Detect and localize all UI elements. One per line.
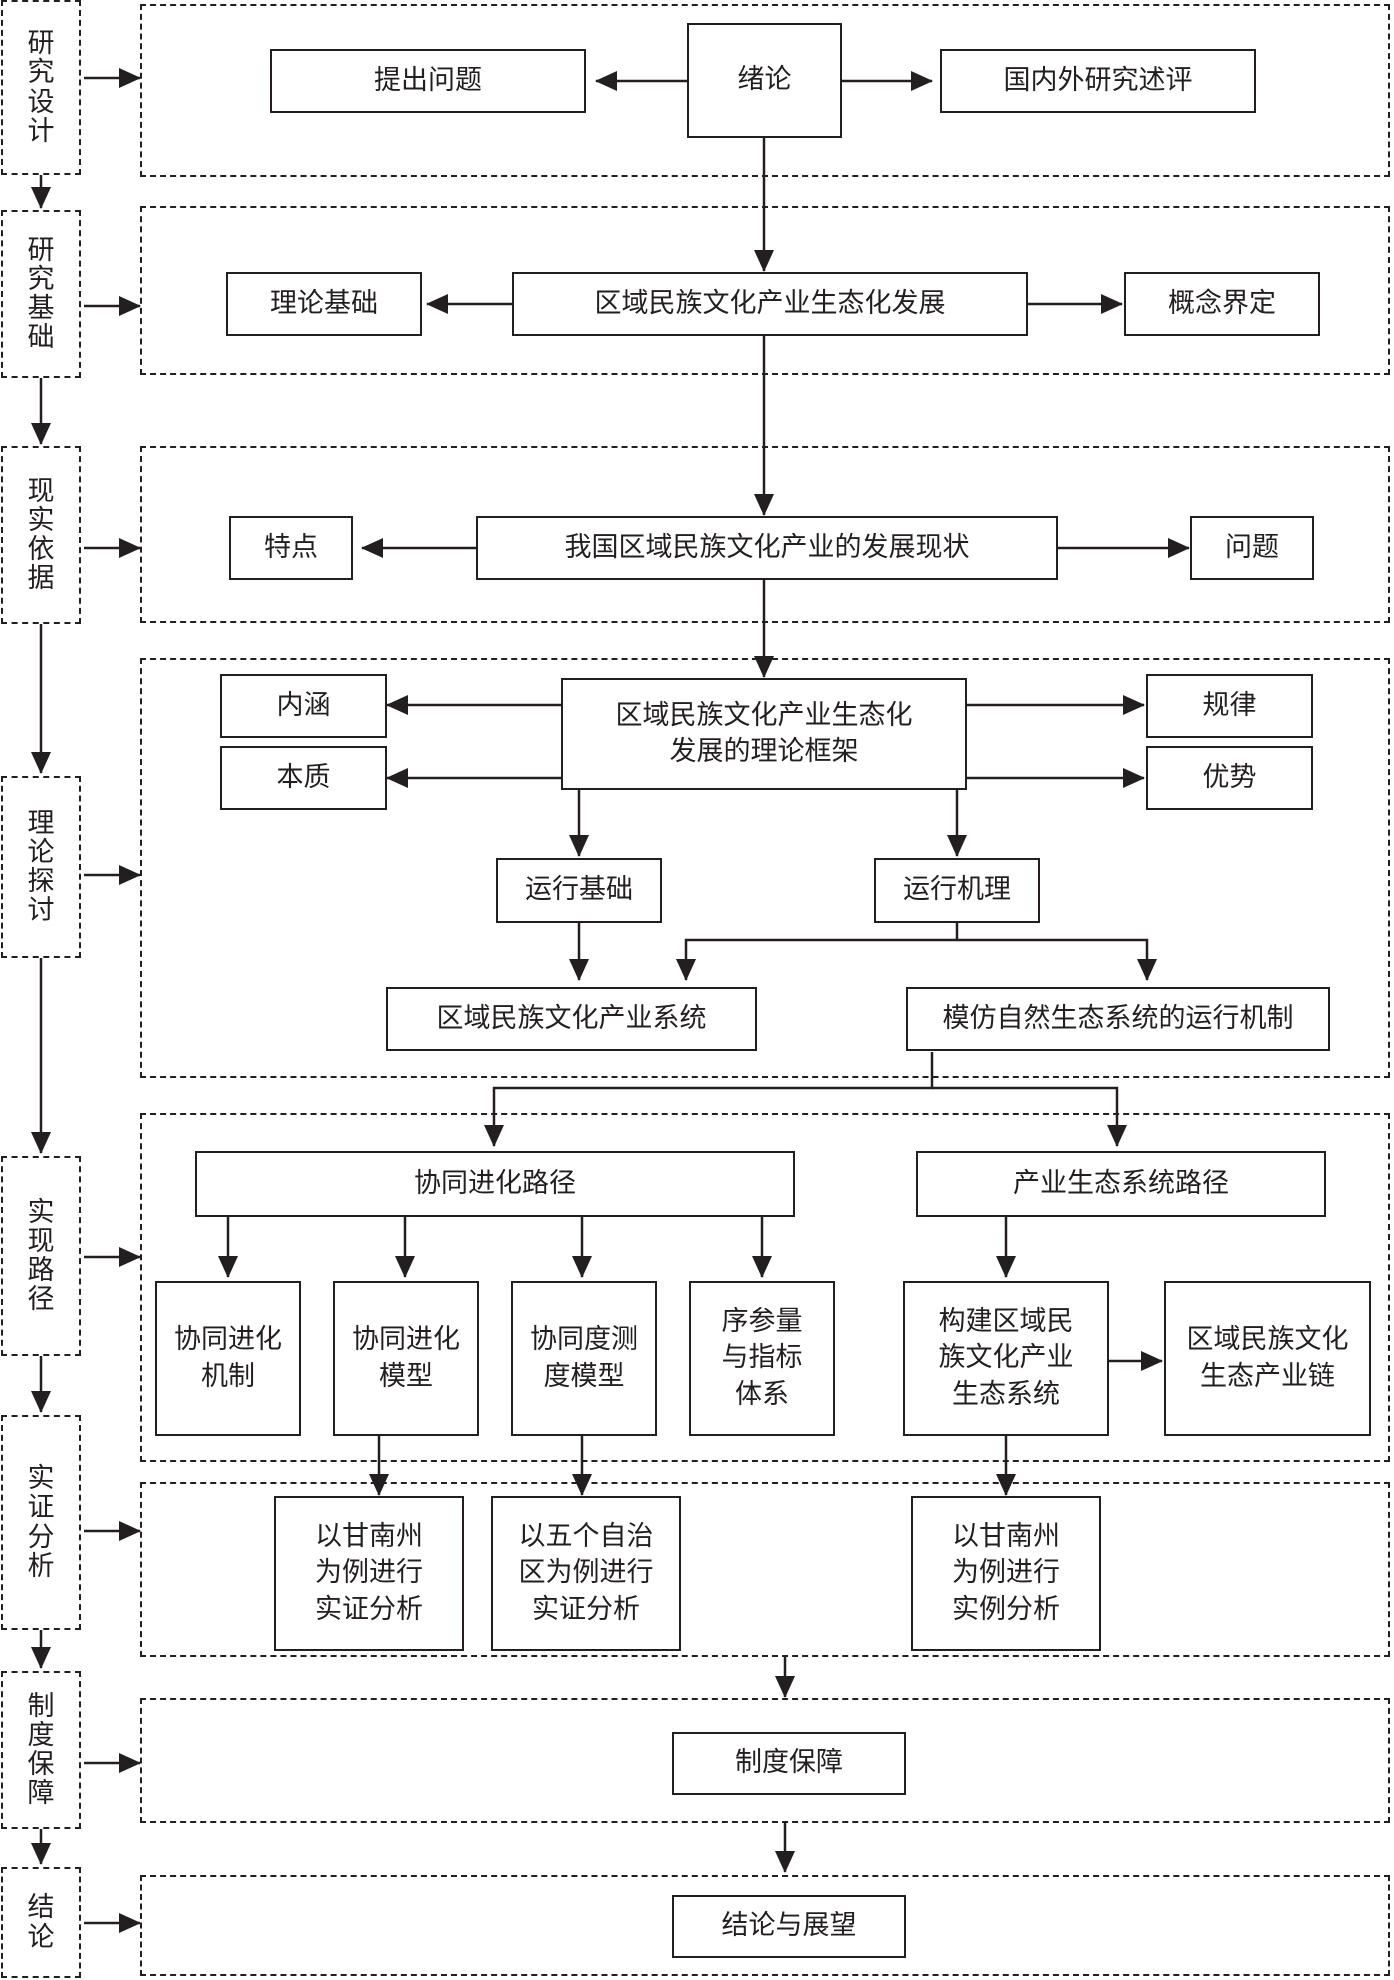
node-synergy-degree-model: 协同度测 度模型: [511, 1281, 657, 1436]
node-synergy-model: 协同进化 模型: [333, 1281, 479, 1436]
node-introduction: 绪论: [687, 23, 842, 138]
side-label-research-design: 研 究 设 计: [1, 0, 81, 175]
panel-implementation-path: [140, 1113, 1390, 1462]
side-label-research-basis: 研 究 基 础: [1, 210, 81, 378]
side-label-implementation-path: 实 现 路 径: [1, 1156, 81, 1356]
panel-institutional-guarantee: [140, 1698, 1390, 1823]
side-label-theory-discussion: 理 论 探 讨: [1, 776, 81, 958]
node-current-status: 我国区域民族文化产业的发展现状: [476, 516, 1058, 580]
node-eco-system-path: 产业生态系统路径: [916, 1151, 1326, 1217]
node-laws: 规律: [1146, 674, 1313, 738]
imitate-to-eco-path: [932, 1086, 1127, 1147]
node-industry-system: 区域民族文化产业系统: [386, 987, 757, 1051]
op-mech-branch-right: [957, 938, 1157, 981]
node-features: 特点: [229, 516, 353, 580]
op-mech-branch: [676, 923, 959, 981]
node-five-regions-empirical: 以五个自治 区为例进行 实证分析: [491, 1496, 681, 1651]
node-concept-definition: 概念界定: [1124, 272, 1320, 336]
node-literature-review: 国内外研究述评: [940, 49, 1256, 113]
node-gannan-case: 以甘南州 为例进行 实例分析: [911, 1496, 1101, 1651]
panel-conclusion: [140, 1875, 1390, 1976]
node-advantages: 优势: [1146, 746, 1313, 810]
node-raise-problem: 提出问题: [270, 49, 586, 113]
node-theory-basis: 理论基础: [226, 272, 422, 336]
node-operation-basis: 运行基础: [496, 858, 662, 923]
node-synergy-mechanism: 协同进化 机制: [155, 1281, 301, 1436]
node-eco-development: 区域民族文化产业生态化发展: [512, 272, 1028, 336]
side-label-practical-basis: 现 实 依 据: [1, 446, 81, 624]
side-label-institutional-guarantee: 制 度 保 障: [1, 1671, 81, 1829]
node-essence: 本质: [220, 746, 387, 810]
node-eco-industry-chain: 区域民族文化 生态产业链: [1164, 1281, 1371, 1436]
node-order-parameter: 序参量 与指标 体系: [689, 1281, 835, 1436]
node-conclusion-outlook: 结论与展望: [672, 1895, 906, 1958]
side-label-conclusion: 结 论: [1, 1867, 81, 1978]
panel-empirical-analysis: [140, 1482, 1390, 1657]
node-institutional-guarantee: 制度保障: [672, 1732, 906, 1795]
node-theory-framework: 区域民族文化产业生态化 发展的理论框架: [561, 678, 967, 790]
node-synergy-path: 协同进化路径: [195, 1151, 795, 1217]
node-gannan-empirical: 以甘南州 为例进行 实证分析: [274, 1496, 464, 1651]
node-imitate-mechanism: 模仿自然生态系统的运行机制: [906, 987, 1330, 1051]
side-label-empirical-analysis: 实 证 分 析: [1, 1415, 81, 1630]
node-problems: 问题: [1190, 516, 1314, 580]
node-build-eco-system: 构建区域民 族文化产业 生态系统: [903, 1281, 1109, 1436]
node-connotation: 内涵: [220, 674, 387, 738]
imitate-to-synergy: [484, 1052, 934, 1147]
node-operation-mechanism: 运行机理: [874, 858, 1040, 923]
